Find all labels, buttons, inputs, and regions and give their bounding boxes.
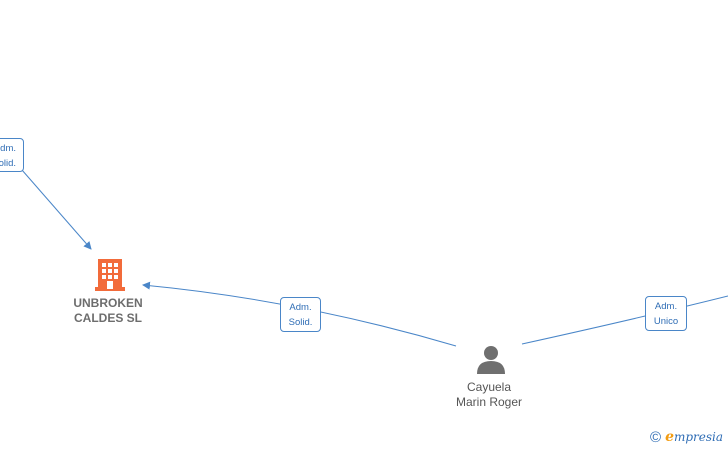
edge-label-person-to-company[interactable]: Adm. Solid. [280,297,321,332]
edge-label-top-left-line2: olid. [0,158,16,169]
company-name-line1: UNBROKEN [73,296,143,310]
edge-label-person-to-company-line1: Adm. [289,302,312,313]
edge-label-top-left[interactable]: dm. olid. [0,138,24,172]
brand-name: empresia [665,430,723,445]
edge-right [521,295,728,345]
company-name-line2: CALDES SL [73,311,142,325]
edge-label-top-left-line1: dm. [0,143,16,154]
person-name-line1: Cayuela [466,380,512,394]
edge-top-left [21,169,92,250]
person-name-line2: Marin Roger [455,395,523,409]
edge-label-right[interactable]: Adm. Unico [645,296,687,331]
brand-rest: mpresia [673,430,724,444]
brand-initial: e [665,429,674,445]
edge-label-right-line2: Unico [653,316,679,327]
brand-watermark: © empresia [650,429,723,446]
building-icon[interactable] [95,257,125,291]
edge-label-person-to-company-line2: Solid. [288,317,313,328]
person-icon[interactable] [476,344,506,374]
company-name[interactable]: UNBROKEN CALDES SL [48,296,168,326]
copyright-icon: © [650,429,662,446]
person-name[interactable]: Cayuela Marin Roger [430,380,548,410]
edge-label-right-line1: Adm. [654,301,678,312]
